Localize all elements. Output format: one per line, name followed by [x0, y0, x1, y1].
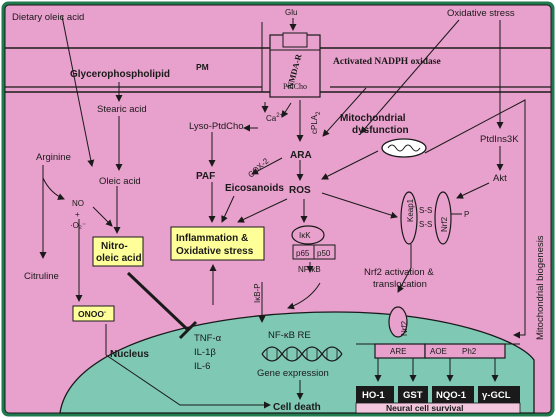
p65-label: p65 — [296, 249, 310, 258]
gst-label: GST — [403, 390, 423, 401]
ikk-label: IκK — [299, 231, 311, 240]
are-label: ARE — [390, 347, 406, 356]
eicosanoids-label: Eicosanoids — [225, 183, 284, 194]
nrf2-activation-label-2: translocation — [373, 279, 427, 290]
gene-expression-label: Gene expression — [257, 368, 329, 379]
cell-death-label: Cell death — [273, 402, 321, 413]
plus-label: + — [75, 210, 80, 219]
nqo1-box — [432, 386, 474, 403]
inflammation-label-2: Oxidative stress — [176, 246, 254, 257]
s-s-bottom-label: S-S — [419, 220, 432, 229]
cpla2-label: cPLA2 — [310, 111, 322, 134]
nfkb-re-label: NF-κB RE — [268, 330, 311, 341]
are-promoter — [356, 306, 520, 359]
gst-box — [398, 386, 428, 403]
tnf-label: TNF-α — [194, 333, 222, 344]
nfkb-label: NF-κB — [298, 265, 321, 274]
ca2-label: Ca2+ — [266, 113, 284, 123]
ikb-p-label: IκB-P — [253, 283, 262, 303]
il6-label: IL-6 — [194, 361, 210, 372]
inhibition-line — [126, 271, 190, 332]
pm-label: PM — [196, 62, 209, 72]
lyso-ptdcho-label: Lyso-PtdCho — [189, 121, 244, 132]
ygcl-box — [478, 386, 520, 403]
ros-label: ROS — [289, 185, 311, 196]
glu-label: Glu — [285, 8, 297, 17]
ygcl-label: γ-GCL — [482, 390, 511, 401]
nadph-oxidase-label: Activated NADPH oxidase — [333, 57, 441, 67]
arginine-label: Arginine — [36, 152, 71, 163]
ho1-box — [356, 386, 394, 403]
pathway-arrows — [39, 15, 526, 409]
neural-survival-label: Neural cell survival — [386, 403, 464, 413]
inflammation-label-1: Inflammation & — [176, 233, 248, 244]
nucleus-label: Nucleus — [110, 349, 149, 360]
dna-helix-icon — [261, 346, 343, 362]
phosphate-label: P — [464, 210, 469, 219]
mito-dysfunction-label-2: dysfunction — [352, 125, 409, 136]
mito-biogenesis-label: Mitochondrial biogenesis — [535, 235, 546, 340]
keap1-nrf2-complex — [400, 191, 462, 245]
nitro-label-2: oleic acid — [96, 253, 142, 264]
p50-label: p50 — [317, 249, 331, 258]
citruline-label: Citruline — [24, 271, 59, 282]
nitro-label-1: Nitro- — [101, 241, 128, 252]
nrf2-label: Nrf2 — [440, 216, 449, 232]
glycerophospholipid-label: Glycerophospholipid — [70, 69, 170, 80]
oleic-acid-label: Oleic acid — [99, 176, 141, 187]
mito-dysfunction-label-1: Mitochondrial — [340, 113, 406, 124]
ptdins3k-label: PtdIns3K — [480, 134, 519, 145]
superoxide-label: ·O₂⁻ — [70, 221, 86, 230]
paf-label: PAF — [196, 171, 215, 182]
stearic-acid-label: Stearic acid — [97, 104, 147, 115]
nmda-receptor — [269, 32, 321, 98]
nrf2-activation-label-1: Nrf2 activation & — [364, 267, 434, 278]
mitochondrion-icon — [381, 138, 427, 158]
ph2-label: Ph2 — [462, 347, 477, 356]
keap1-label: Keap1 — [406, 198, 415, 222]
s-s-top-label: S-S — [419, 206, 432, 215]
inflammation-box — [170, 226, 265, 261]
no-label: NO — [72, 199, 84, 208]
nfkb-complex — [291, 225, 336, 260]
akt-label: Akt — [493, 173, 507, 184]
onoo-label: ONOO- — [78, 309, 106, 319]
onoo-box — [72, 305, 115, 322]
ara-label: ARA — [290, 150, 312, 161]
oxidative-stress-top-label: Oxidative stress — [447, 8, 515, 19]
nrf2-nuclear-label: Nrf2 — [400, 320, 409, 336]
aoe-label: AOE — [430, 347, 447, 356]
inhibition-bar — [178, 320, 198, 340]
dietary-oleic-acid-label: Dietary oleic acid — [12, 12, 84, 23]
ptdcho-label: PtdCho — [283, 82, 307, 91]
nqo1-label: NQO-1 — [436, 390, 467, 401]
ho1-label: HO-1 — [362, 390, 385, 401]
nitro-oleic-acid-box — [92, 236, 144, 267]
il1-label: IL-1β — [194, 347, 216, 358]
neural-survival-bar — [355, 402, 521, 414]
